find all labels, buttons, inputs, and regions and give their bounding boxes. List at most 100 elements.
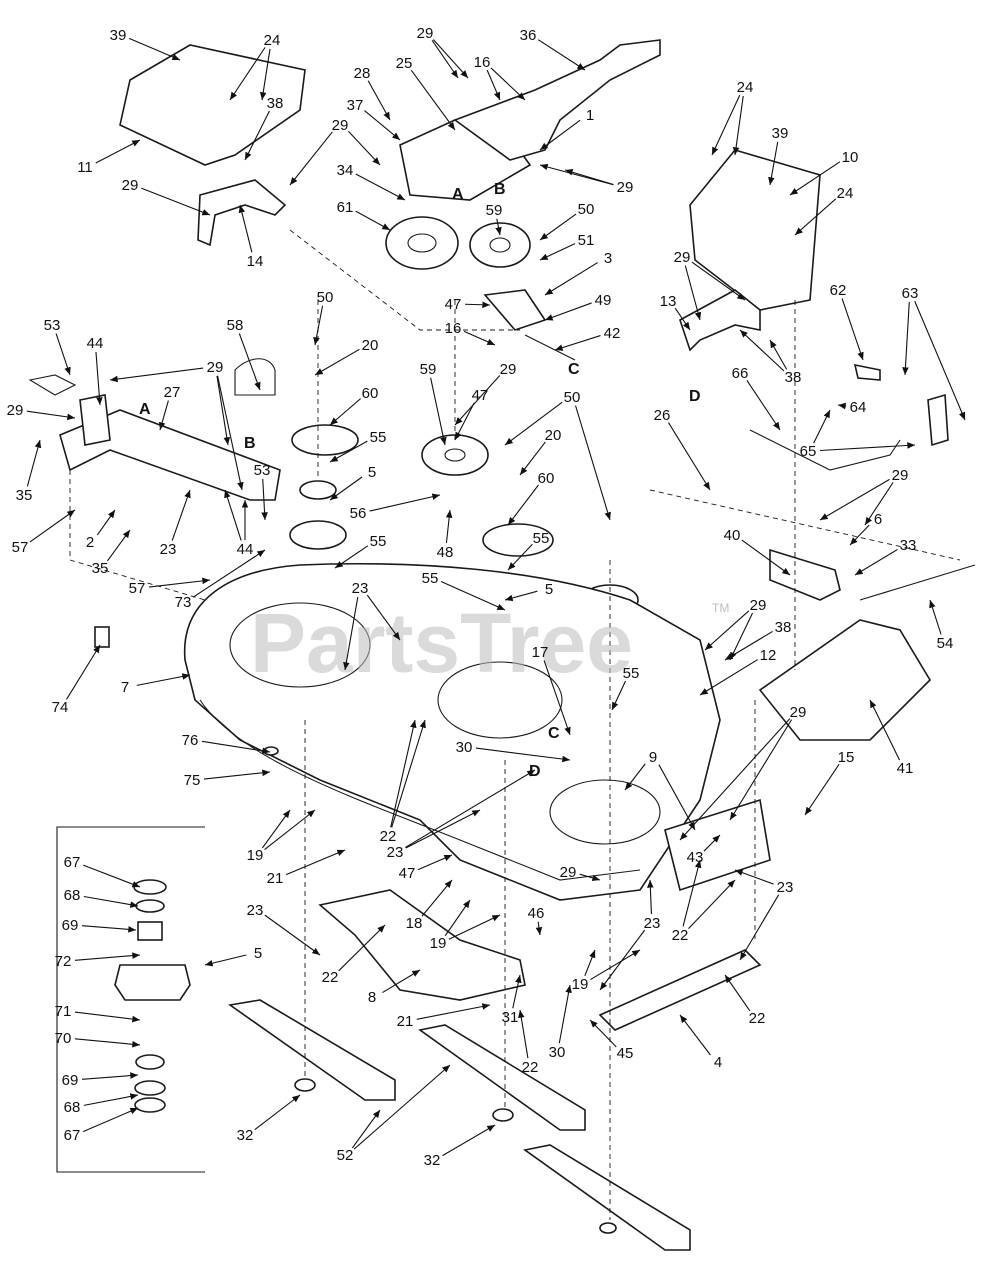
callout-2: 2 xyxy=(86,534,94,551)
callout-50: 50 xyxy=(317,289,334,306)
callout-61: 61 xyxy=(337,199,354,216)
callout-29-leader xyxy=(141,187,211,216)
watermark-trademark: TM xyxy=(712,601,729,615)
callout-42: 42 xyxy=(604,325,621,342)
callout-29-leader xyxy=(729,719,793,821)
callout-71-leader xyxy=(74,1011,141,1023)
callout-20-leader xyxy=(519,441,546,476)
callout-53: 53 xyxy=(254,462,271,479)
callout-22-leader xyxy=(517,1009,529,1059)
callout-22: 22 xyxy=(380,828,397,845)
blade-center xyxy=(418,1024,586,1131)
baffle-8 xyxy=(318,889,526,1001)
callout-44: 44 xyxy=(87,335,104,352)
callout-55-leader xyxy=(507,543,533,571)
callout-42-leader xyxy=(554,335,601,351)
callout-38-leader xyxy=(739,329,785,372)
callout-11-leader xyxy=(95,139,141,164)
callout-7-leader xyxy=(136,673,191,686)
callout-66-leader xyxy=(746,380,781,431)
pulley-60-left xyxy=(291,424,359,456)
watermark-text: PartsTree xyxy=(250,596,633,690)
callout-29: 29 xyxy=(207,359,224,376)
callout-59: 59 xyxy=(486,202,503,219)
callout-29: 29 xyxy=(790,704,807,721)
callout-30-leader xyxy=(475,747,571,763)
callout-21: 21 xyxy=(267,870,284,887)
callout-35: 35 xyxy=(92,560,109,577)
pulley-59-top xyxy=(469,222,531,268)
callout-23-leader xyxy=(264,914,321,956)
callout-54: 54 xyxy=(937,635,954,652)
callout-24-leader xyxy=(794,198,837,236)
callout-68-leader xyxy=(83,1093,139,1106)
callout-23: 23 xyxy=(777,879,794,896)
callout-71: 71 xyxy=(55,1003,72,1020)
callout-22: 22 xyxy=(749,1010,766,1027)
callout-22-leader xyxy=(390,719,417,828)
callout-29-leader xyxy=(432,39,469,79)
callout-67-leader xyxy=(82,1107,139,1133)
callout-29-leader xyxy=(217,375,244,491)
callout-22-leader xyxy=(688,879,736,930)
reference-letter-c: C xyxy=(548,725,560,742)
callout-23-leader xyxy=(405,809,481,849)
callout-23-leader xyxy=(734,869,774,885)
callout-29-leader xyxy=(579,873,601,882)
callout-16-leader xyxy=(490,67,526,101)
callout-28-leader xyxy=(367,80,391,121)
callout-29: 29 xyxy=(674,249,691,266)
callout-67-leader xyxy=(83,864,141,888)
callout-55: 55 xyxy=(370,533,387,550)
callout-31: 31 xyxy=(502,1009,519,1026)
callout-55: 55 xyxy=(422,570,439,587)
callout-20: 20 xyxy=(362,337,379,354)
callout-5: 5 xyxy=(368,464,376,481)
callout-21-leader xyxy=(416,1003,491,1020)
callout-17: 17 xyxy=(532,644,549,661)
callout-33-leader xyxy=(854,548,898,576)
callout-10-leader xyxy=(789,161,841,196)
callout-22-leader xyxy=(338,924,386,972)
callout-55-leader xyxy=(440,581,506,611)
callout-29-leader xyxy=(684,265,702,321)
callout-15-leader xyxy=(804,764,840,816)
callout-38-leader xyxy=(244,110,270,161)
callout-29: 29 xyxy=(122,177,139,194)
callout-4: 4 xyxy=(714,1054,722,1071)
callout-69-leader xyxy=(81,1072,139,1080)
callout-29: 29 xyxy=(617,179,634,196)
callout-53: 53 xyxy=(44,317,61,334)
callout-19-leader xyxy=(590,949,641,981)
callout-23: 23 xyxy=(644,915,661,932)
callout-69: 69 xyxy=(62,917,79,934)
callout-36-leader xyxy=(537,39,586,71)
callout-19-leader xyxy=(448,914,501,940)
callout-19-leader xyxy=(584,949,596,976)
callout-29-leader xyxy=(109,367,204,383)
callout-70: 70 xyxy=(55,1030,72,1047)
callout-34-leader xyxy=(355,173,406,201)
callout-72-leader xyxy=(74,952,141,961)
callout-12-leader xyxy=(699,659,758,696)
reference-letter-a: A xyxy=(139,401,151,418)
callout-24-leader xyxy=(229,47,266,101)
callout-60: 60 xyxy=(362,385,379,402)
callout-24-leader xyxy=(711,94,741,156)
callout-23: 23 xyxy=(352,580,369,597)
callout-39: 39 xyxy=(110,27,127,44)
callout-29-leader xyxy=(691,261,746,301)
callout-59-leader xyxy=(495,218,502,236)
callout-50-leader xyxy=(539,213,577,241)
callout-5-leader xyxy=(329,476,363,501)
grease-fitting-74 xyxy=(94,626,110,648)
reference-letter-a: A xyxy=(452,186,464,203)
callout-15: 15 xyxy=(838,749,855,766)
callout-22: 22 xyxy=(672,927,689,944)
callout-24: 24 xyxy=(737,79,754,96)
callout-43: 43 xyxy=(687,849,704,866)
callout-29: 29 xyxy=(332,117,349,134)
callout-53-leader xyxy=(55,333,71,376)
reference-letter-c: C xyxy=(568,361,580,378)
tube-40 xyxy=(769,548,841,601)
